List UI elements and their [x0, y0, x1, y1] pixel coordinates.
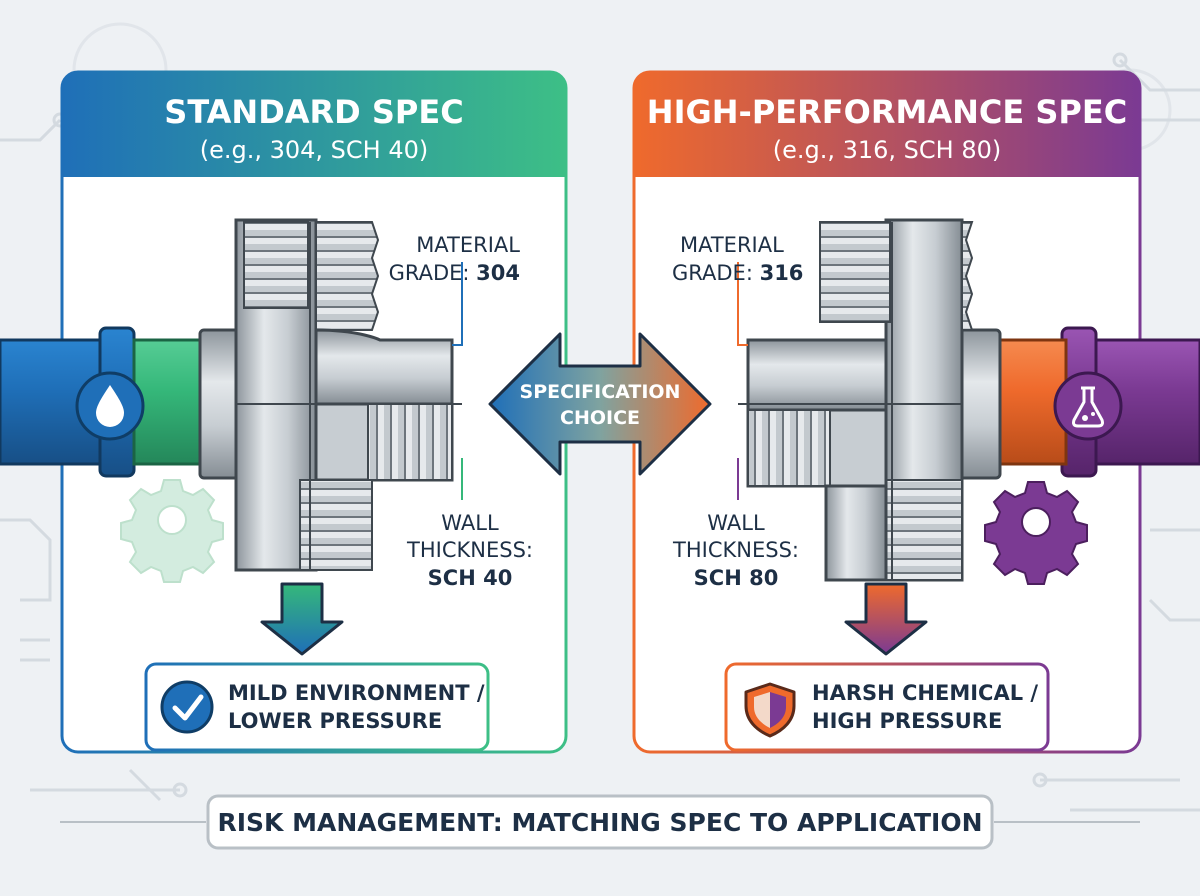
left-outcome-line1: MILD ENVIRONMENT / — [228, 681, 485, 705]
left-gear-icon — [120, 479, 224, 583]
shield-icon — [744, 682, 796, 738]
right-material-grade-line: GRADE: 316 — [672, 261, 803, 285]
right-wall-value: SCH 80 — [694, 566, 779, 590]
right-material-grade-value: 316 — [760, 261, 804, 285]
left-wall-value: SCH 40 — [428, 566, 513, 590]
right-outcome-line2: HIGH PRESSURE — [812, 709, 1002, 733]
standard-spec-subtitle: (e.g., 304, SCH 40) — [200, 136, 429, 164]
green-pipe — [132, 338, 206, 466]
standard-spec-header — [62, 72, 566, 177]
left-wall-callout: WALL THICKNESS: SCH 40 — [406, 511, 533, 590]
left-material-label: MATERIAL — [416, 233, 520, 257]
specification-choice-arrow: SPECIFICATION CHOICE — [488, 332, 712, 476]
high-performance-spec-subtitle: (e.g., 316, SCH 80) — [773, 136, 1002, 164]
left-outcome-box: MILD ENVIRONMENT / LOWER PRESSURE — [144, 662, 490, 752]
right-gear-icon — [984, 481, 1088, 585]
left-pipe-assembly — [0, 218, 463, 583]
right-wall-label: WALL — [707, 511, 765, 535]
left-down-arrow — [260, 582, 344, 656]
flask-icon — [1053, 371, 1123, 441]
specification-choice-line2: CHOICE — [560, 407, 640, 429]
standard-spec-title: STANDARD SPEC — [164, 93, 463, 131]
left-wall-label: WALL — [441, 511, 499, 535]
left-material-callout: MATERIAL GRADE: 304 — [389, 233, 521, 285]
risk-management-text: RISK MANAGEMENT: MATCHING SPEC TO APPLIC… — [217, 808, 982, 837]
right-outcome-line1: HARSH CHEMICAL / — [812, 681, 1038, 705]
left-wall-thickness-label: THICKNESS: — [406, 538, 533, 562]
right-wall-thickness-label: THICKNESS: — [672, 538, 799, 562]
high-performance-spec-header — [634, 72, 1140, 177]
left-material-grade-value: 304 — [476, 261, 520, 285]
right-outcome-box: HARSH CHEMICAL / HIGH PRESSURE — [724, 662, 1050, 752]
high-performance-spec-title: HIGH-PERFORMANCE SPEC — [647, 93, 1127, 131]
right-material-callout: MATERIAL GRADE: 316 — [672, 233, 803, 285]
right-material-label: MATERIAL — [680, 233, 784, 257]
risk-management-banner: RISK MANAGEMENT: MATCHING SPEC TO APPLIC… — [60, 794, 1140, 850]
right-wall-callout: WALL THICKNESS: SCH 80 — [672, 511, 799, 590]
left-material-grade-line: GRADE: 304 — [389, 261, 520, 285]
right-pipe-assembly — [737, 218, 1200, 585]
check-circle-icon — [160, 680, 214, 734]
specification-choice-line1: SPECIFICATION — [520, 381, 681, 403]
left-outcome-line2: LOWER PRESSURE — [228, 709, 442, 733]
right-down-arrow — [844, 582, 928, 656]
